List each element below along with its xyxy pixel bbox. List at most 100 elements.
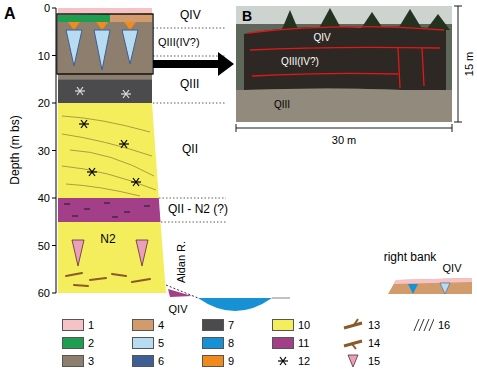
bedding-line	[62, 116, 150, 132]
boundary-lines	[153, 28, 226, 222]
dash	[84, 209, 90, 210]
photo-sky	[236, 6, 452, 24]
legend-symbol	[272, 354, 294, 368]
legend-swatch	[132, 337, 154, 349]
slope-line	[166, 285, 198, 298]
boundary-line	[153, 103, 226, 104]
dimension-lines	[236, 6, 462, 132]
legend-swatch	[272, 337, 294, 349]
legend-number: 9	[228, 355, 234, 368]
axis-ticks	[52, 8, 56, 293]
legend-item: 3	[62, 353, 94, 369]
panel-letter: B	[242, 8, 252, 24]
wedge-symbol	[348, 355, 358, 367]
legend-symbol	[342, 336, 364, 350]
axis-tick	[52, 103, 56, 104]
bedding-line	[70, 150, 154, 176]
depth-tick-label: 0	[44, 2, 50, 15]
depth-tick-label: 50	[38, 239, 50, 252]
legend-item: 8	[202, 335, 234, 351]
layer-10	[58, 222, 166, 293]
legend-item: 14	[342, 335, 380, 351]
ice-wedge	[122, 30, 138, 64]
dash	[124, 212, 130, 213]
bedding-line	[66, 184, 140, 196]
legend-symbol	[342, 354, 364, 368]
dimension-tick	[452, 124, 453, 132]
dash	[112, 217, 118, 218]
bank-label: right bank	[384, 251, 437, 265]
legend-item: 15	[342, 353, 380, 369]
hatch-stroke	[419, 319, 424, 331]
dash	[144, 206, 150, 207]
wedge-8	[408, 284, 418, 294]
strat-label: QIV	[180, 9, 201, 23]
legend-item: 1	[62, 317, 94, 333]
dimension-tick	[236, 124, 237, 132]
river	[198, 298, 272, 311]
layer-10	[58, 103, 159, 198]
pointer-arrow	[153, 52, 234, 76]
river-bank	[272, 298, 290, 299]
legend-number: 10	[298, 319, 310, 332]
dimension-line	[236, 128, 452, 129]
depth-tick-label: 20	[38, 97, 50, 110]
axis-tick	[52, 150, 56, 151]
photo	[236, 6, 452, 122]
dimension-tick	[454, 122, 462, 123]
legend-swatch	[202, 319, 224, 331]
legend-item: 6	[132, 353, 164, 369]
depth-tick-label: 40	[38, 192, 50, 205]
legend-item: 9	[202, 353, 234, 369]
wedge-15	[136, 240, 148, 266]
ice-wedge	[440, 283, 450, 294]
tree	[426, 14, 450, 30]
legend-item: 13	[342, 317, 380, 333]
boundary-trace	[398, 48, 400, 88]
ice-wedge	[66, 30, 82, 66]
legend-symbol	[342, 318, 364, 332]
legend-number: 4	[158, 319, 164, 332]
boundary-line	[153, 28, 226, 29]
legend-item: 10	[272, 317, 310, 333]
boundary-line	[161, 222, 226, 223]
log-symbol	[74, 285, 88, 286]
legend-number: 11	[298, 337, 309, 350]
legend-number: 6	[158, 355, 164, 368]
strat-label: QIV	[169, 303, 188, 316]
layer-1	[394, 278, 472, 284]
legend-item: 7	[202, 317, 234, 333]
legend-item: 5	[132, 335, 164, 351]
log-symbol	[132, 279, 150, 282]
legend-symbol	[412, 318, 434, 332]
symbol-stroke	[280, 357, 286, 365]
bedding-line	[62, 134, 152, 156]
legend-number: 2	[88, 337, 94, 350]
legend-number: 15	[368, 355, 380, 368]
dash	[104, 203, 110, 204]
disturbance-symbol	[87, 168, 97, 176]
photo-strat-label: QIII(IV?)	[281, 56, 319, 68]
layer-3	[58, 22, 152, 79]
detail-frame	[57, 14, 153, 74]
boundary-line	[153, 56, 226, 57]
hatch-stroke	[414, 319, 419, 331]
layer-11	[58, 198, 161, 222]
legend-number: 5	[158, 337, 164, 350]
legend-swatch	[62, 337, 84, 349]
dash	[64, 204, 70, 205]
strat-label: QIII(IV?)	[158, 36, 200, 49]
legend-swatch	[62, 319, 84, 331]
depth-tick-label: 10	[38, 49, 50, 62]
log-symbol	[66, 273, 82, 276]
boundary-trace	[422, 48, 424, 86]
ice-wedge	[94, 30, 110, 70]
legend-number: 3	[88, 355, 94, 368]
legend-item: 4	[132, 317, 164, 333]
panel-letter: A	[4, 5, 16, 23]
boundary-trace	[252, 73, 398, 76]
slope-patch	[168, 289, 192, 297]
wedge-9	[96, 22, 108, 30]
wedge-15	[72, 240, 84, 266]
